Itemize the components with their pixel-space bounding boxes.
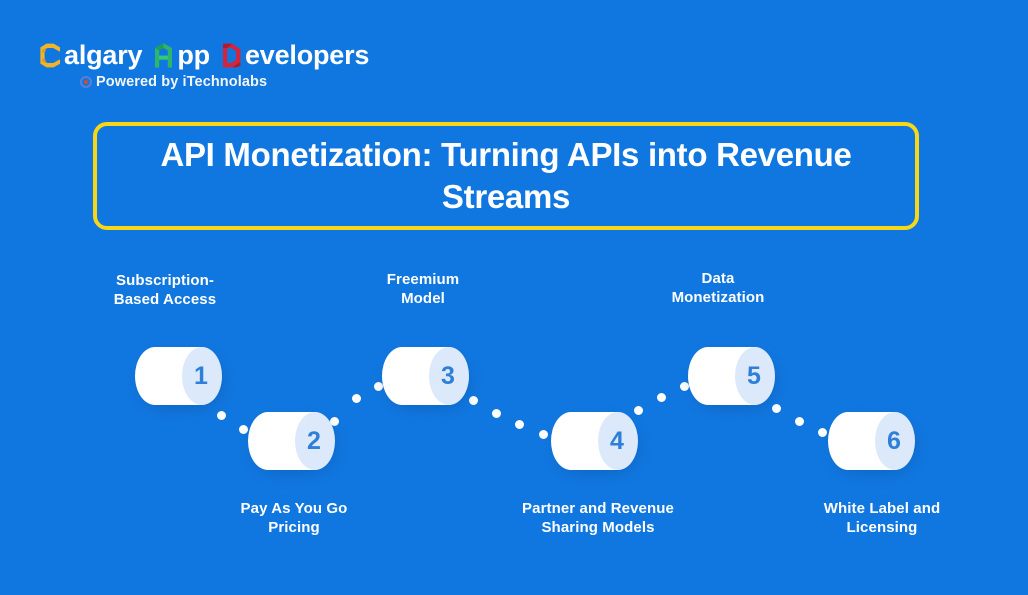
step-label-1-line2: Based Access [113, 290, 217, 308]
logo-d-hex-icon [219, 41, 244, 70]
step-number-2: 2 [307, 426, 321, 455]
logo-c-hex-icon [38, 41, 63, 70]
step-node-6[interactable]: 6 [828, 412, 916, 474]
step-label-3-line1: Freemium [386, 271, 460, 288]
connector-dot [795, 417, 804, 426]
node-cap [875, 412, 915, 470]
logo-word-calgary: algary [64, 39, 143, 70]
step-label-6-line2: Licensing [846, 518, 918, 536]
step-node-2[interactable]: 2 [248, 412, 336, 474]
node-cap [295, 412, 335, 470]
circle-dot-icon [80, 76, 92, 88]
connector-dot [374, 382, 383, 391]
step-label-6: White Label and Licensing [792, 500, 972, 538]
logo-word-app: pp [177, 39, 210, 70]
connector-dot [539, 430, 548, 439]
connector-dot [680, 382, 689, 391]
step-number-5: 5 [747, 361, 761, 390]
page-title: API Monetization: Turning APIs into Reve… [160, 135, 852, 215]
connector-dot [492, 409, 501, 418]
logo-tagline: Powered by iTechnolabs [80, 74, 267, 90]
connector-dot [330, 417, 339, 426]
step-node-4[interactable]: 4 [551, 412, 639, 474]
brand-logo: algary pp evelopers [38, 38, 378, 96]
node-cap [429, 347, 469, 405]
logo-a-hex-icon [151, 41, 176, 70]
step-node-5[interactable]: 5 [688, 347, 776, 409]
step-number-6: 6 [887, 426, 901, 455]
step-number-3: 3 [441, 361, 455, 390]
node-cap [598, 412, 638, 470]
step-label-2-line2: Pricing [268, 518, 320, 536]
logo-tagline-text: Powered by iTechnolabs [96, 74, 268, 90]
connector-dot [217, 411, 226, 420]
step-label-1-line1: Subscription- [116, 272, 214, 289]
logo-wordmark: algary pp evelopers [38, 38, 369, 72]
node-cap [735, 347, 775, 405]
connector-dot [818, 428, 827, 437]
connector-dot [352, 394, 361, 403]
step-node-1[interactable]: 1 [135, 347, 223, 409]
step-label-5-line2: Monetization [671, 288, 765, 306]
step-label-2: Pay As You Go Pricing [211, 500, 377, 538]
connector-dot [657, 393, 666, 402]
step-label-4: Partner and Revenue Sharing Models [488, 500, 708, 538]
connector-dot [772, 404, 781, 413]
step-label-3: Freemium Model [343, 271, 503, 309]
step-number-1: 1 [194, 361, 208, 390]
step-number-4: 4 [610, 426, 624, 455]
step-node-3[interactable]: 3 [382, 347, 470, 409]
step-label-4-line1: Partner and Revenue [522, 500, 674, 517]
step-label-3-line2: Model [401, 289, 445, 307]
logo-word-developers: evelopers [244, 39, 370, 70]
connector-dot [469, 396, 478, 405]
step-label-5-line1: Data [701, 270, 735, 287]
connector-dot [515, 420, 524, 429]
step-label-4-line2: Sharing Models [541, 518, 655, 536]
step-label-2-line1: Pay As You Go [240, 500, 348, 517]
title-banner: API Monetization: Turning APIs into Reve… [93, 122, 919, 230]
step-label-6-line1: White Label and [823, 500, 941, 517]
step-label-5: Data Monetization [638, 270, 798, 308]
node-cap [182, 347, 222, 405]
step-label-1: Subscription- Based Access [85, 272, 245, 310]
connector-dot [239, 425, 248, 434]
connector-dot [634, 406, 643, 415]
